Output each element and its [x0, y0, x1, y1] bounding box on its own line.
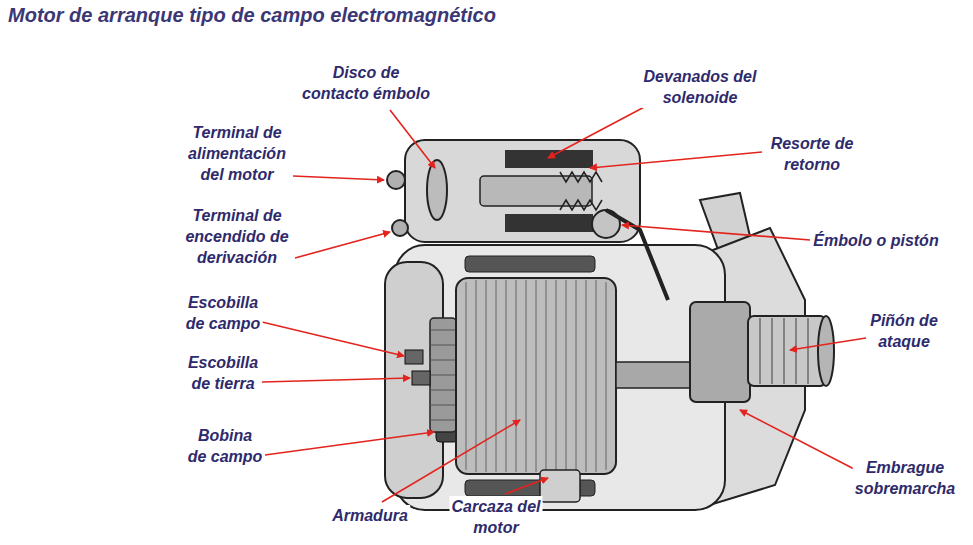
label-line: de campo: [186, 313, 261, 334]
label-line: retorno: [771, 154, 854, 175]
label-line: solenoide: [644, 87, 757, 108]
part-label: Terminal de alimentación del motor: [186, 122, 288, 185]
label-line: Terminal de: [188, 122, 286, 143]
part-label: Resorte de retorno: [769, 133, 856, 175]
label-line: Bobina: [188, 425, 263, 446]
part-label: Escobilla de tierra: [186, 352, 260, 394]
part-label: Émbolo o pistón: [811, 230, 940, 251]
label-line: de campo: [188, 446, 263, 467]
label-line: Terminal de: [185, 205, 288, 226]
label-line: motor: [452, 517, 541, 538]
label-line: Escobilla: [186, 292, 261, 313]
part-label: Bobina de campo: [186, 425, 265, 467]
label-line: encendido de: [185, 226, 288, 247]
label-line: de tierra: [188, 373, 258, 394]
part-label: Devanados del solenoide: [642, 66, 759, 108]
part-label: Piñón de ataque: [868, 310, 940, 352]
part-label: Embrague sobremarcha: [853, 457, 958, 499]
label-line: Escobilla: [188, 352, 258, 373]
label-line: del motor: [188, 164, 286, 185]
leader-lines: [262, 104, 866, 502]
part-label: Carcaza del motor: [450, 496, 543, 538]
label-line: Disco de: [302, 62, 430, 83]
label-line: derivación: [185, 247, 288, 268]
label-line: ataque: [870, 331, 938, 352]
label-line: sobremarcha: [855, 478, 956, 499]
label-line: Resorte de: [771, 133, 854, 154]
label-line: Armadura: [332, 505, 408, 526]
label-line: contacto émbolo: [302, 83, 430, 104]
diagram-title: Motor de arranque tipo de campo electrom…: [8, 4, 496, 27]
label-line: Piñón de: [870, 310, 938, 331]
part-label: Escobilla de campo: [184, 292, 263, 334]
label-line: Devanados del: [644, 66, 757, 87]
part-label: Armadura: [330, 505, 410, 526]
part-label: Terminal de encendido de derivación: [183, 205, 290, 268]
label-line: Embrague: [855, 457, 956, 478]
label-line: alimentación: [188, 143, 286, 164]
label-line: Carcaza del: [452, 496, 541, 517]
part-label: Disco de contacto émbolo: [300, 62, 432, 104]
label-line: Émbolo o pistón: [813, 230, 938, 251]
